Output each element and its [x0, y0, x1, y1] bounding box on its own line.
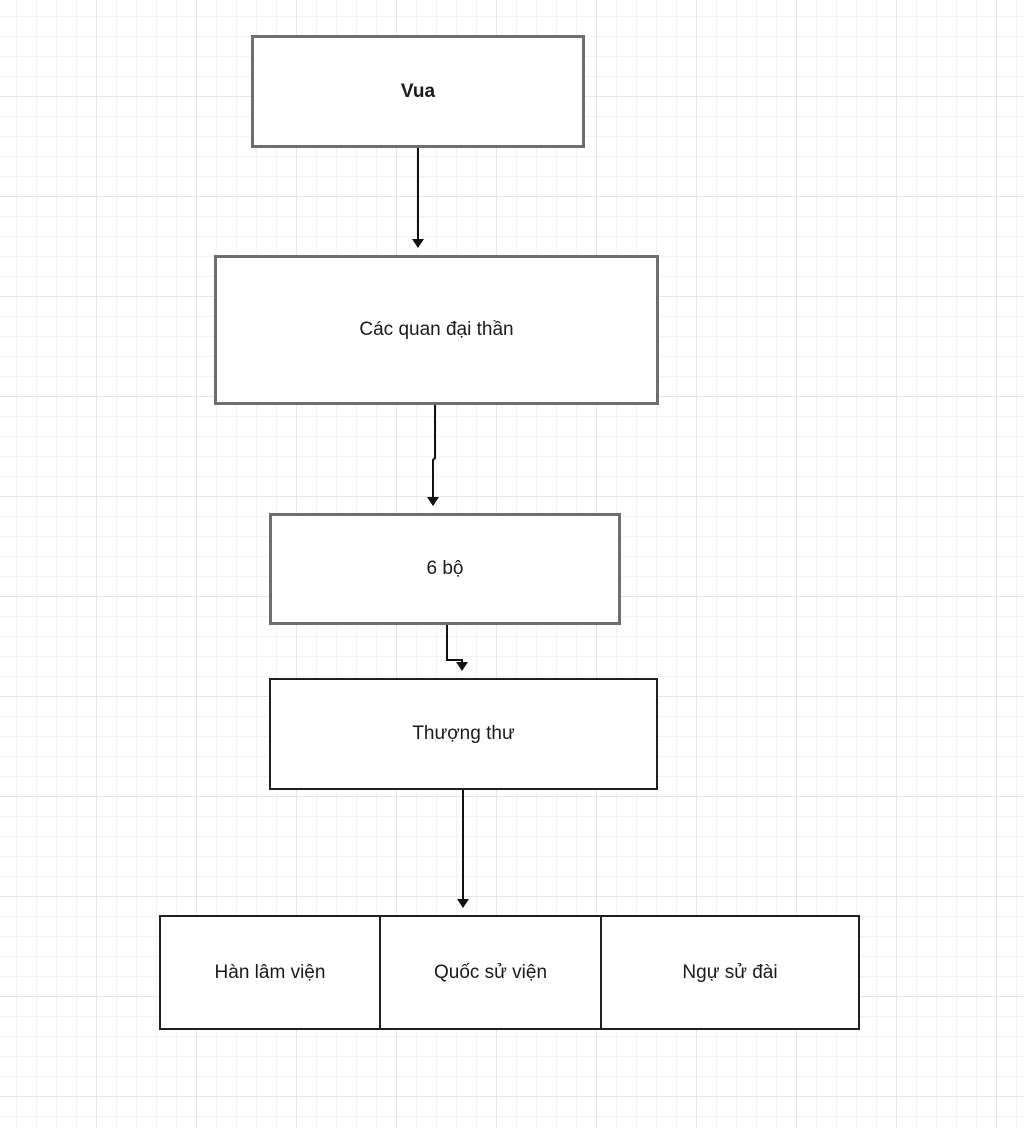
cell-quoc-su-vien-label: Quốc sử viện [433, 961, 548, 983]
node-6-bo[interactable]: 6 bộ [269, 513, 621, 625]
cell-quoc-su-vien[interactable]: Quốc sử viện [381, 917, 602, 1028]
node-vua[interactable]: Vua [251, 35, 585, 148]
cell-han-lam-vien[interactable]: Hàn lâm viện [161, 917, 381, 1028]
edge-dai-than-to-6-bo [427, 405, 439, 506]
node-vua-label: Vua [400, 80, 436, 102]
node-cac-quan-dai-than-label: Các quan đại thần [359, 319, 514, 340]
node-cac-quan-dai-than[interactable]: Các quan đại thần [214, 255, 659, 405]
bottom-row-table: Hàn lâm viện Quốc sử viện Ngự sử đài [159, 915, 860, 1030]
node-thuong-thu[interactable]: Thượng thư [269, 678, 658, 790]
edge-6-bo-to-thuong-thu [446, 625, 468, 671]
cell-han-lam-vien-label: Hàn lâm viện [214, 961, 326, 983]
node-6-bo-label: 6 bộ [426, 558, 464, 579]
cell-ngu-su-dai[interactable]: Ngự sử đài [602, 917, 858, 1028]
cell-ngu-su-dai-label: Ngự sử đài [682, 961, 778, 983]
node-thuong-thu-label: Thượng thư [412, 723, 515, 744]
